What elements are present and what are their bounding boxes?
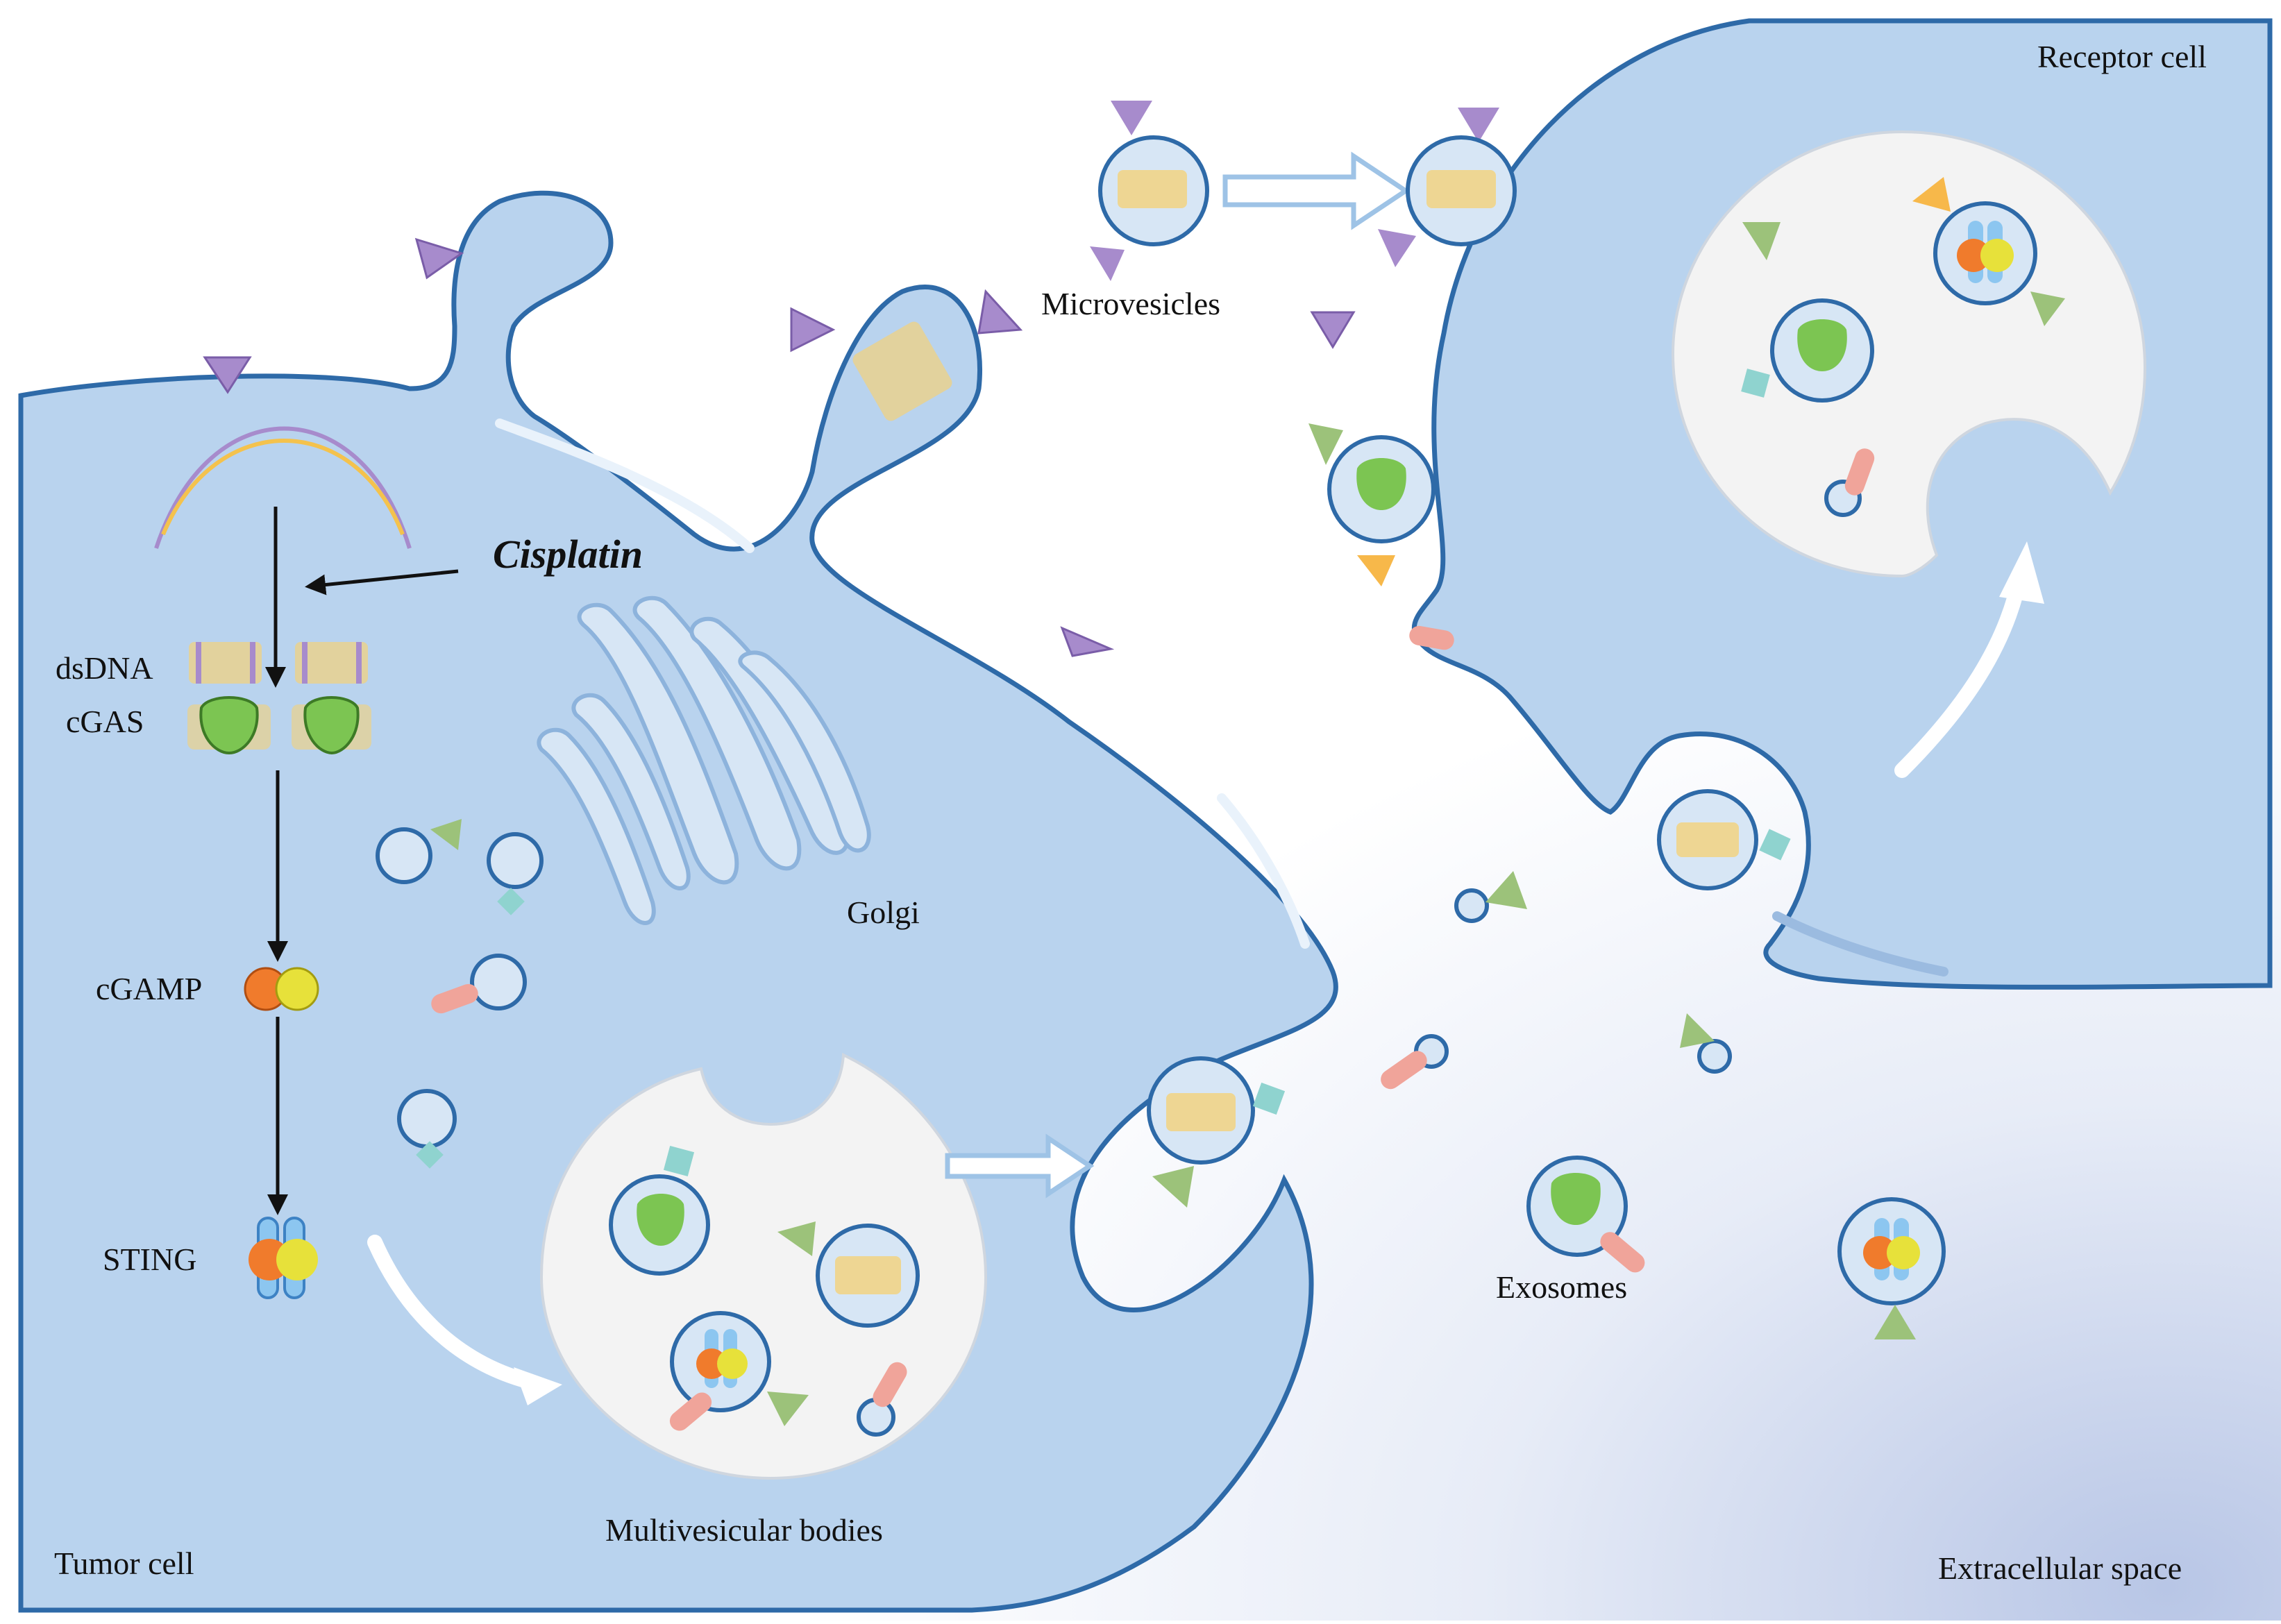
hollow-arrow <box>1222 151 1411 230</box>
exosome <box>816 1224 920 1328</box>
white-curved-arrow <box>367 1235 535 1389</box>
receptor-cell-label: Receptor cell <box>2037 39 2207 74</box>
cgas-label: cGAS <box>66 704 144 739</box>
exosome <box>1741 298 1874 403</box>
golgi-apparatus <box>537 595 871 925</box>
multivesicular-bodies-label: Multivesicular bodies <box>605 1512 883 1548</box>
cisplatin-label: Cisplatin <box>493 532 643 577</box>
hollow-arrow <box>945 1133 1095 1199</box>
small-vesicle <box>376 827 544 1149</box>
exosome <box>1147 1056 1286 1208</box>
cgas-enzyme-icon <box>292 696 371 755</box>
white-arrowhead <box>1999 541 2044 604</box>
small-vesicle <box>857 1362 907 1437</box>
exosome <box>609 1145 710 1276</box>
small-vesicle <box>1414 888 1732 1074</box>
white-arrowhead <box>514 1367 562 1405</box>
sting-dimer-icon <box>249 1217 318 1299</box>
cgamp-label: cGAMP <box>96 971 202 1006</box>
rod-marker-icon <box>1381 625 1454 1090</box>
exosomes-label: Exosomes <box>1496 1269 1627 1305</box>
membrane-highlight <box>1772 911 1948 976</box>
exosome <box>669 1311 771 1431</box>
tumor-cell-body <box>18 190 1338 1613</box>
dna-helix-icon <box>154 426 412 549</box>
white-curved-arrow <box>1894 568 2028 778</box>
exosome <box>1308 423 1436 586</box>
small-vesicle <box>1824 448 1875 517</box>
triangle-marker-icon <box>430 819 462 850</box>
microvesicle <box>1090 101 1209 281</box>
exosome <box>1526 1156 1645 1273</box>
microvesicles-label: Microvesicles <box>1041 286 1220 321</box>
dna-helix-icon <box>189 642 262 684</box>
triangle-marker-icon <box>767 1221 816 1426</box>
square-marker-icon <box>416 888 525 1169</box>
triangle-marker-icon <box>1485 871 1715 1048</box>
dna-helix-icon <box>295 642 368 684</box>
membrane-highlight <box>495 418 755 553</box>
triangle-marker-icon <box>203 237 1356 657</box>
membrane-highlight <box>1217 793 1310 949</box>
triangle-marker-icon <box>1742 222 1781 260</box>
multivesicular-body <box>539 1052 988 1480</box>
tumor-cell-label: Tumor cell <box>54 1546 194 1581</box>
exosome <box>1657 789 1791 890</box>
microvesicle <box>1378 108 1517 267</box>
golgi-label: Golgi <box>847 895 920 930</box>
exosome <box>1837 1197 1946 1339</box>
exosome <box>1912 177 2065 326</box>
extracellular-space-label: Extracellular space <box>1938 1550 2182 1586</box>
dsdna-label: dsDNA <box>56 650 153 686</box>
cgamp-icon <box>244 967 319 1011</box>
sting-label: STING <box>103 1242 196 1277</box>
rod-marker-icon <box>431 983 478 1014</box>
dna-helix-icon <box>852 321 952 421</box>
cisplatin-arrow <box>305 569 459 595</box>
cgas-enzyme-icon <box>187 696 271 755</box>
